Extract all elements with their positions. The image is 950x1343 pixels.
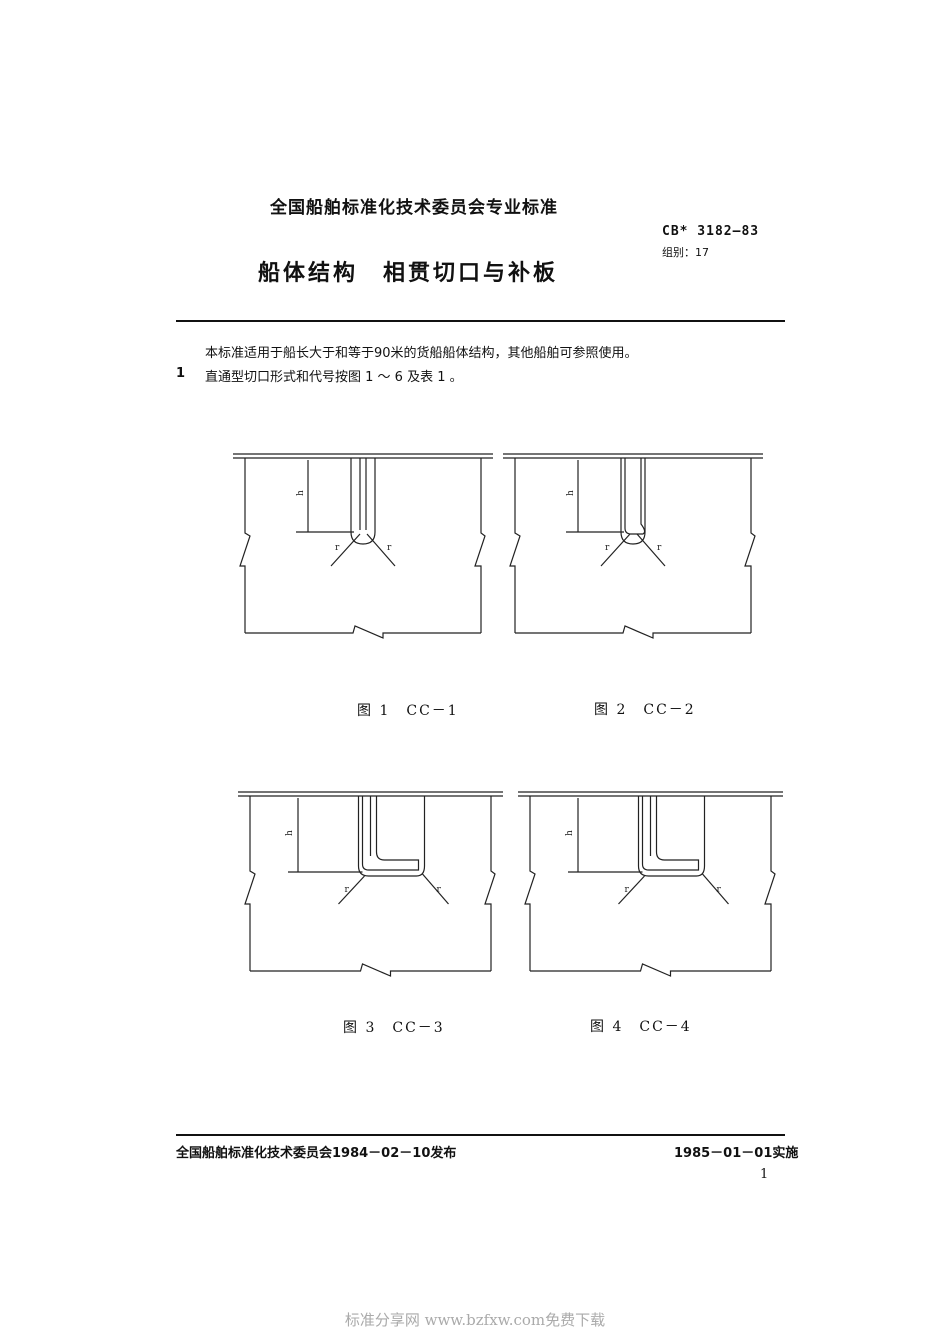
issuing-organization: 全国船舶标准化技术委员会专业标准 [270, 198, 558, 218]
web-bottom-edge [515, 625, 751, 639]
web-right-edge [484, 796, 496, 971]
radius-label-right: r [657, 543, 662, 553]
cutout-outline [357, 796, 426, 877]
radius-label-right: r [437, 885, 442, 895]
angle-stiffener-section [641, 796, 700, 871]
radius-leader-left [600, 533, 631, 567]
height-label: h [566, 490, 576, 496]
footer-divider [176, 1134, 785, 1136]
radius-label-left: r [345, 885, 350, 895]
web-left-edge [239, 458, 251, 633]
web-left-edge [244, 796, 256, 971]
radius-leader-right [636, 533, 666, 567]
figure-4-drawing: h r r [518, 791, 783, 977]
radius-label-right: r [387, 543, 392, 553]
figure-1-drawing: h r r [233, 453, 493, 639]
height-label: h [296, 490, 306, 496]
radius-leader-right [702, 873, 729, 905]
web-left-edge [509, 458, 521, 633]
web-left-edge [524, 796, 536, 971]
radius-leader-left [338, 875, 365, 905]
header-divider [176, 320, 785, 322]
scope-paragraph: 本标准适用于船长大于和等于90米的货船船体结构，其他船舶可参照使用。 [205, 346, 638, 361]
document-title: 船体结构 相贯切口与补板 [258, 261, 559, 286]
standard-code: CB* 3182—83 [662, 224, 760, 239]
figure-3-caption: 图 3 CC－3 [343, 1020, 445, 1036]
figure-3-drawing: h r r [238, 791, 503, 977]
web-bottom-edge [245, 625, 481, 639]
cutout-rounded-end [620, 531, 646, 545]
web-right-edge [474, 458, 486, 633]
clause-1-text: 直通型切口形式和代号按图 1 ～ 6 及表 1 。 [205, 370, 463, 385]
radius-label-left: r [625, 885, 630, 895]
radius-label-left: r [335, 543, 340, 553]
radius-label-left: r [605, 543, 610, 553]
clause-number: 1 [176, 366, 186, 381]
angle-stiffener-section [361, 796, 420, 871]
height-label: h [565, 830, 575, 836]
radius-leader-left [618, 875, 645, 905]
cutout-rounded-end [350, 531, 376, 545]
bulb-stiffener-section [624, 458, 646, 535]
height-label: h [285, 830, 295, 836]
page-number: 1 [760, 1167, 769, 1182]
figure-1-caption: 图 1 CC－1 [357, 703, 459, 719]
web-right-edge [764, 796, 776, 971]
watermark: 标准分享网 www.bzfxw.com免费下载 [344, 1311, 606, 1329]
radius-leader-left [330, 533, 361, 567]
issue-statement: 全国船舶标准化技术委员会1984－02－10发布 [176, 1146, 457, 1161]
standard-group: 组别：17 [662, 246, 709, 259]
web-bottom-edge [250, 963, 491, 977]
radius-leader-right [366, 533, 396, 567]
figure-2-caption: 图 2 CC－2 [594, 702, 696, 718]
radius-leader-right [422, 873, 449, 905]
figure-4-caption: 图 4 CC－4 [590, 1019, 692, 1035]
effective-date: 1985－01－01实施 [674, 1146, 799, 1161]
cutout-outline [637, 796, 706, 877]
radius-label-right: r [717, 885, 722, 895]
figure-2-drawing: h r r [503, 453, 763, 639]
web-right-edge [744, 458, 756, 633]
web-bottom-edge [530, 963, 771, 977]
